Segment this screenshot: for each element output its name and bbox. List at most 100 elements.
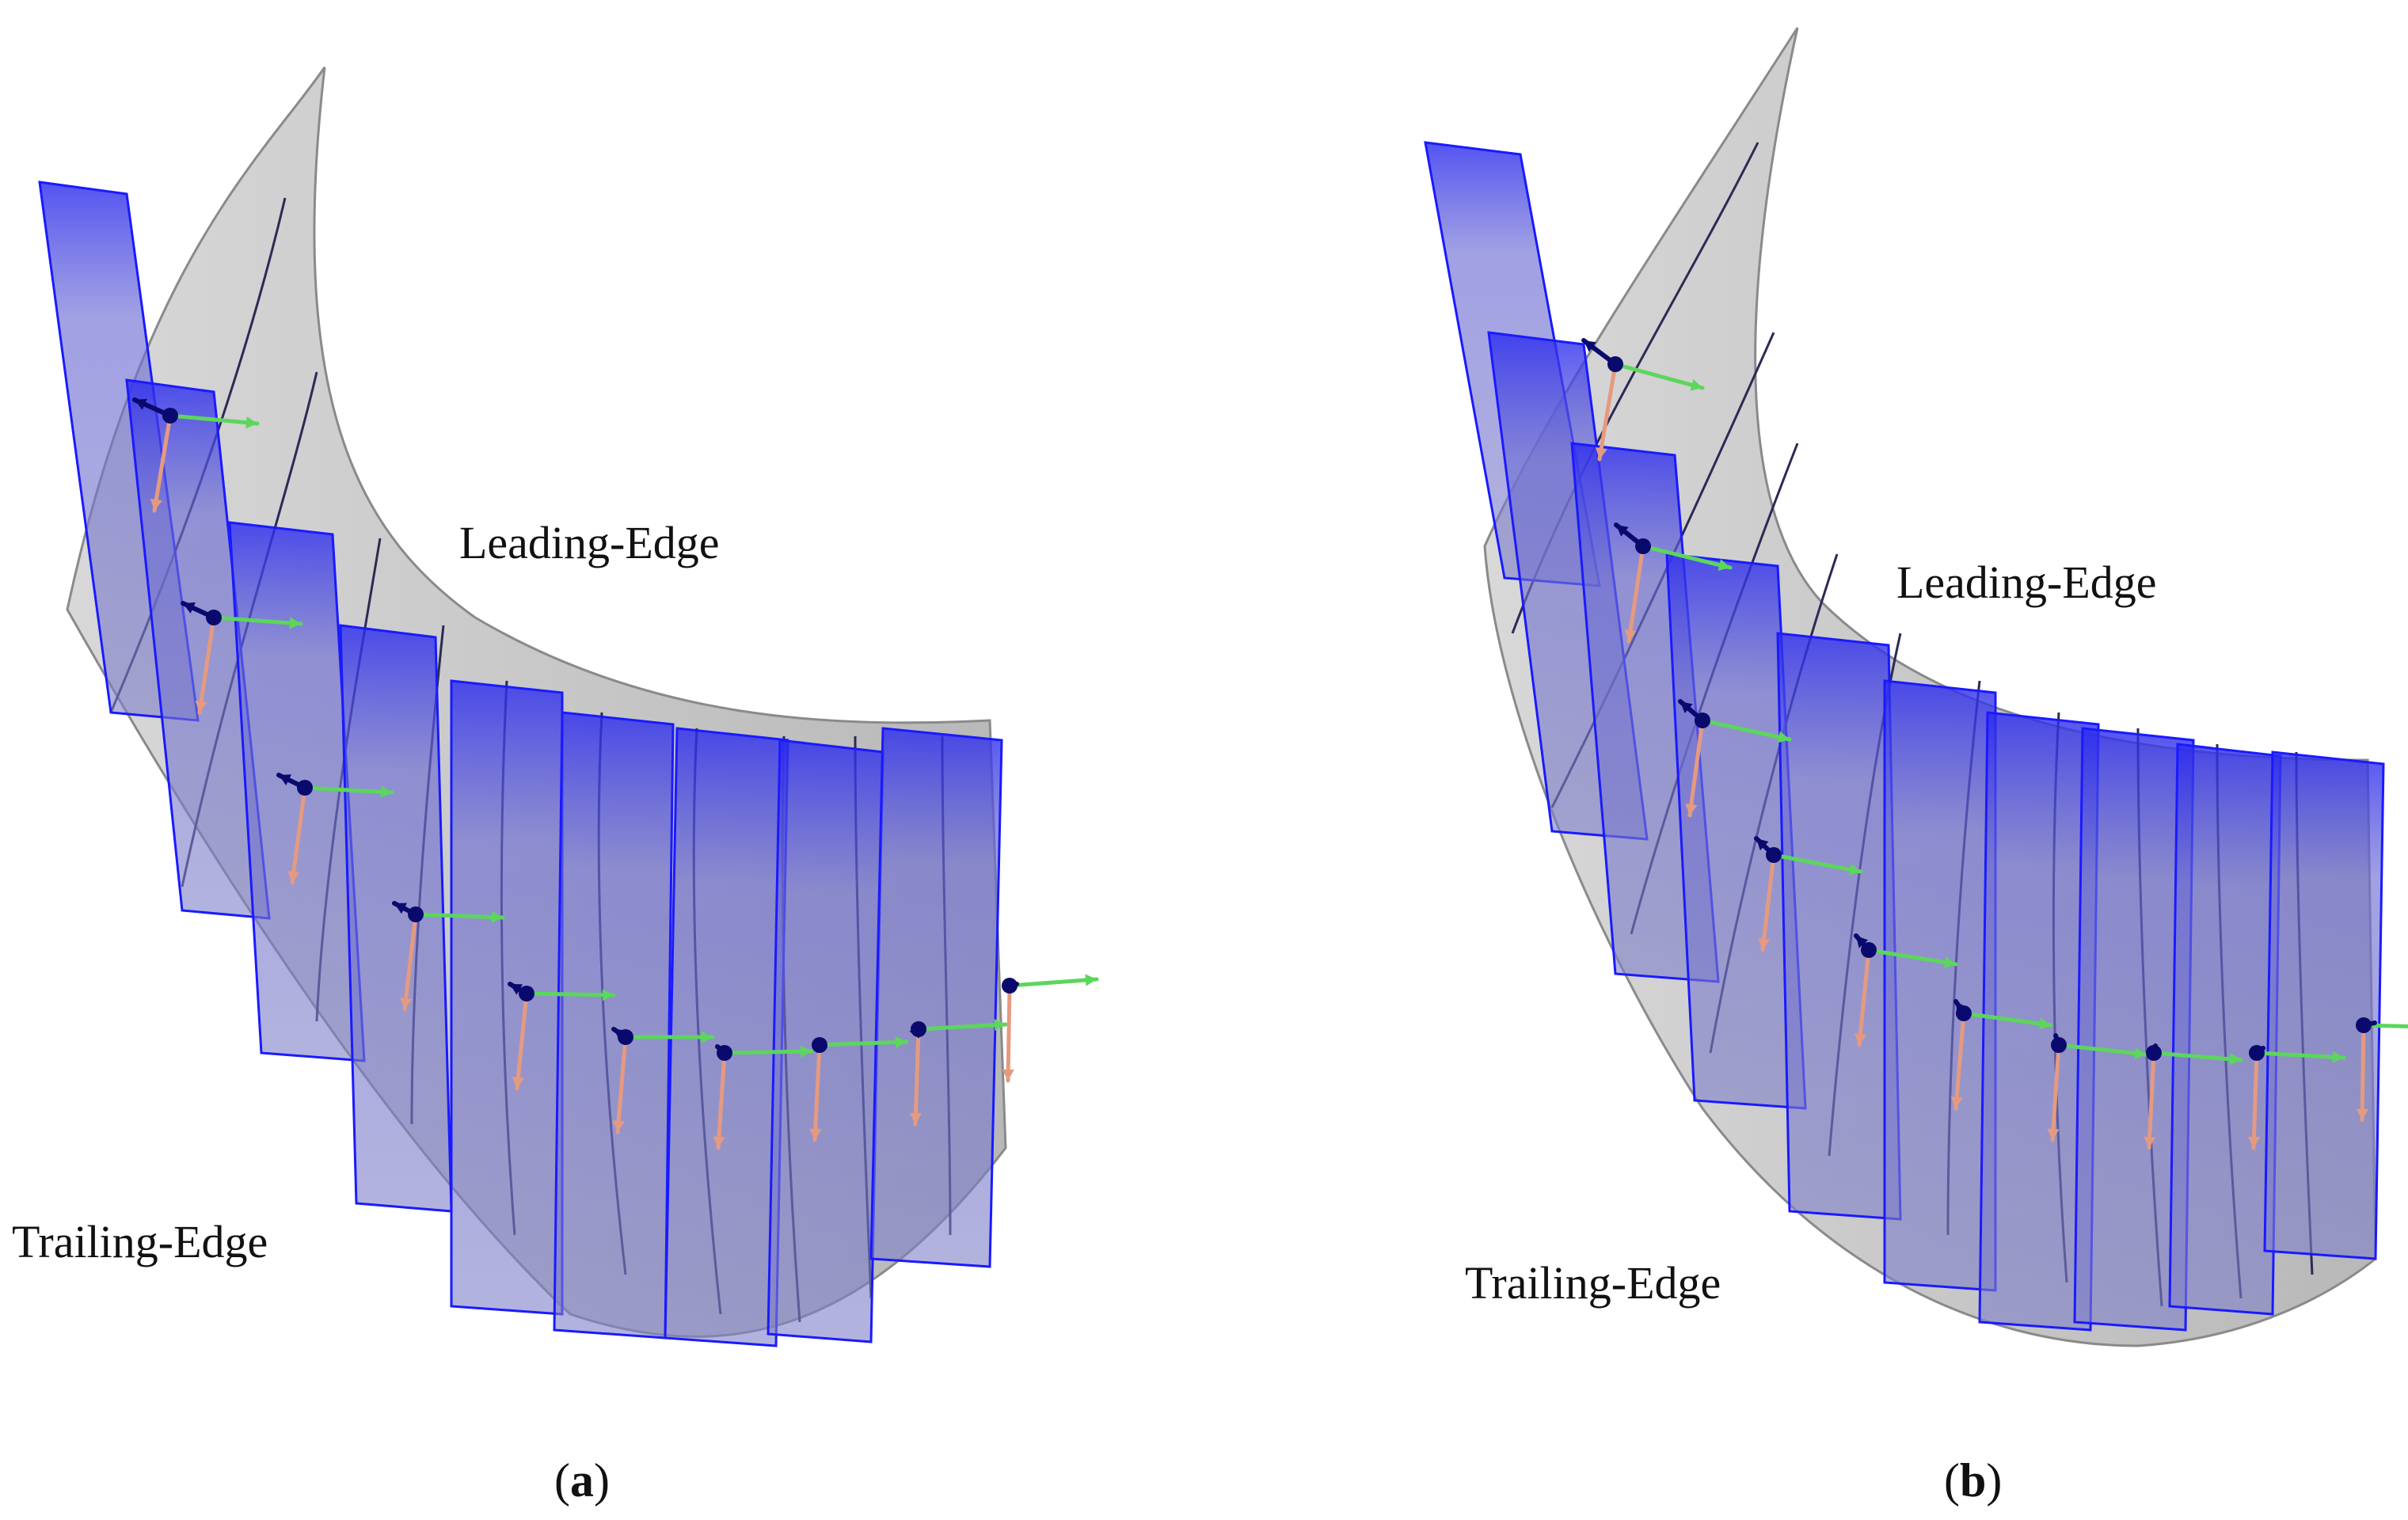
trailing-edge-label-a: Trailing-Edge bbox=[12, 1216, 268, 1267]
normal-arrow bbox=[1597, 362, 1618, 462]
normal-arrow-head bbox=[1950, 1096, 1963, 1108]
tangent-arrow bbox=[1961, 1011, 2053, 1028]
tangent-arrow-head bbox=[2332, 1051, 2344, 1063]
binormal-arrow-head bbox=[183, 602, 196, 614]
binormal-arrow-head bbox=[1756, 838, 1769, 851]
normal-arrow-head bbox=[400, 998, 413, 1009]
binormal-arrow-head bbox=[135, 398, 147, 410]
tangent-arrow bbox=[916, 1022, 1008, 1032]
tangent-arrow-head bbox=[1085, 974, 1097, 986]
tangent-arrow bbox=[1641, 544, 1733, 570]
tangent-arrow-head bbox=[1943, 956, 1956, 969]
frame-origin-dot bbox=[812, 1037, 827, 1053]
frame-origin-dot bbox=[2356, 1017, 2372, 1033]
binormal-arrow-head bbox=[279, 774, 291, 786]
normal-arrow-head bbox=[1685, 804, 1698, 815]
normal-arrow-head bbox=[612, 1120, 625, 1132]
normal-arrow bbox=[197, 615, 216, 715]
frame-origin-dot bbox=[717, 1045, 732, 1061]
normal-arrow bbox=[1857, 948, 1871, 1047]
caption-a: (a) bbox=[554, 1454, 610, 1507]
frame-origin-dot bbox=[297, 780, 313, 796]
frames-a bbox=[132, 397, 1099, 1150]
normal-arrow-head bbox=[150, 498, 162, 511]
surface-patch-b bbox=[2168, 743, 2282, 1316]
normal-arrow-head bbox=[2356, 1108, 2368, 1120]
surface-patch-b bbox=[1776, 632, 1902, 1221]
normal-arrow bbox=[1953, 1011, 1966, 1111]
binormal-arrow-head bbox=[1680, 701, 1693, 713]
tangent-arrow-head bbox=[701, 1031, 713, 1043]
tangent-arrow-head bbox=[245, 416, 257, 429]
tangent-arrow-head bbox=[380, 785, 392, 798]
tangent-arrow-head bbox=[2039, 1017, 2051, 1030]
tangent-arrow bbox=[1613, 362, 1705, 390]
normal-arrow-head bbox=[2247, 1136, 2261, 1148]
tangent-arrow-head bbox=[491, 910, 503, 924]
tangent-arrow bbox=[1866, 948, 1958, 967]
surface-patch-b bbox=[2263, 750, 2385, 1260]
frame-origin-dot bbox=[1607, 356, 1623, 372]
normal-arrow-head bbox=[1758, 938, 1771, 950]
trailing-edge-label-b: Trailing-Edge bbox=[1465, 1257, 1721, 1309]
tangent-arrow bbox=[817, 1039, 909, 1047]
normal-arrow bbox=[913, 1027, 921, 1127]
tangent-arrow-head bbox=[1848, 863, 1861, 876]
normal-arrow bbox=[615, 1035, 628, 1134]
normal-arrow bbox=[2050, 1043, 2061, 1142]
frame-origin-dot bbox=[2249, 1045, 2265, 1061]
patches-a bbox=[38, 180, 1003, 1347]
normal-arrow-head bbox=[809, 1128, 822, 1140]
normal-arrow bbox=[716, 1051, 727, 1150]
frame-origin-dot bbox=[1861, 942, 1877, 958]
panel-b: Leading-Edge Trailing-Edge (b) bbox=[1424, 27, 2408, 1507]
frame-origin-dot bbox=[911, 1021, 926, 1037]
frame-origin-dot bbox=[206, 610, 222, 625]
normal-arrow bbox=[812, 1043, 822, 1142]
frame-origin-dot bbox=[519, 986, 534, 1001]
normal-arrow bbox=[2360, 1023, 2366, 1123]
leading-edge-label-a: Leading-Edge bbox=[459, 517, 720, 568]
caption-a-letter: a bbox=[570, 1454, 594, 1507]
surface-patch-a bbox=[664, 727, 789, 1347]
surface-patch-a bbox=[553, 711, 675, 1340]
binormal-arrow-head bbox=[1856, 936, 1869, 948]
normal-arrow bbox=[1006, 983, 1012, 1083]
binormal-arrow-head bbox=[1584, 340, 1596, 352]
tangent-arrow bbox=[302, 785, 394, 795]
tangent-arrow bbox=[1771, 853, 1863, 874]
tangent-arrow-head bbox=[1690, 378, 1702, 391]
normal-arrow bbox=[1760, 853, 1776, 952]
caption-b: (b) bbox=[1944, 1454, 2002, 1507]
normal-arrow bbox=[515, 991, 529, 1091]
tangent-arrow bbox=[1700, 718, 1792, 742]
frames-b bbox=[1581, 338, 2408, 1150]
surface-patch-b bbox=[1978, 711, 2100, 1332]
tangent-arrow bbox=[2254, 1051, 2346, 1060]
binormal-arrow-head bbox=[1616, 525, 1629, 537]
tangent-arrow bbox=[168, 413, 260, 426]
tangent-arrow-head bbox=[2229, 1053, 2241, 1066]
normal-arrow-head bbox=[195, 700, 207, 712]
tangent-arrow-head bbox=[2134, 1047, 2146, 1060]
panel-a: Leading-Edge Trailing-Edge (a) bbox=[12, 66, 1099, 1507]
binormal-arrow-head bbox=[394, 902, 407, 914]
frame-origin-dot bbox=[1956, 1005, 1972, 1021]
normal-arrow-head bbox=[1624, 629, 1637, 641]
tangent-arrow bbox=[2361, 1023, 2408, 1029]
leading-edge-label-b: Leading-Edge bbox=[1896, 557, 2157, 608]
tangent-arrow bbox=[2151, 1051, 2243, 1062]
normal-arrow bbox=[2147, 1051, 2156, 1150]
surface-patch-a bbox=[339, 624, 453, 1213]
normal-arrow-head bbox=[909, 1112, 922, 1124]
normal-arrow-head bbox=[713, 1136, 725, 1148]
normal-arrow-head bbox=[512, 1077, 525, 1089]
normal-arrow bbox=[1626, 544, 1645, 644]
normal-arrow-head bbox=[1595, 446, 1607, 459]
normal-arrow-head bbox=[2144, 1136, 2156, 1148]
frame-origin-dot bbox=[1635, 538, 1651, 554]
normal-arrow-head bbox=[1854, 1033, 1867, 1045]
tangent-arrow-head bbox=[895, 1036, 907, 1049]
tangent-arrow bbox=[413, 912, 505, 920]
